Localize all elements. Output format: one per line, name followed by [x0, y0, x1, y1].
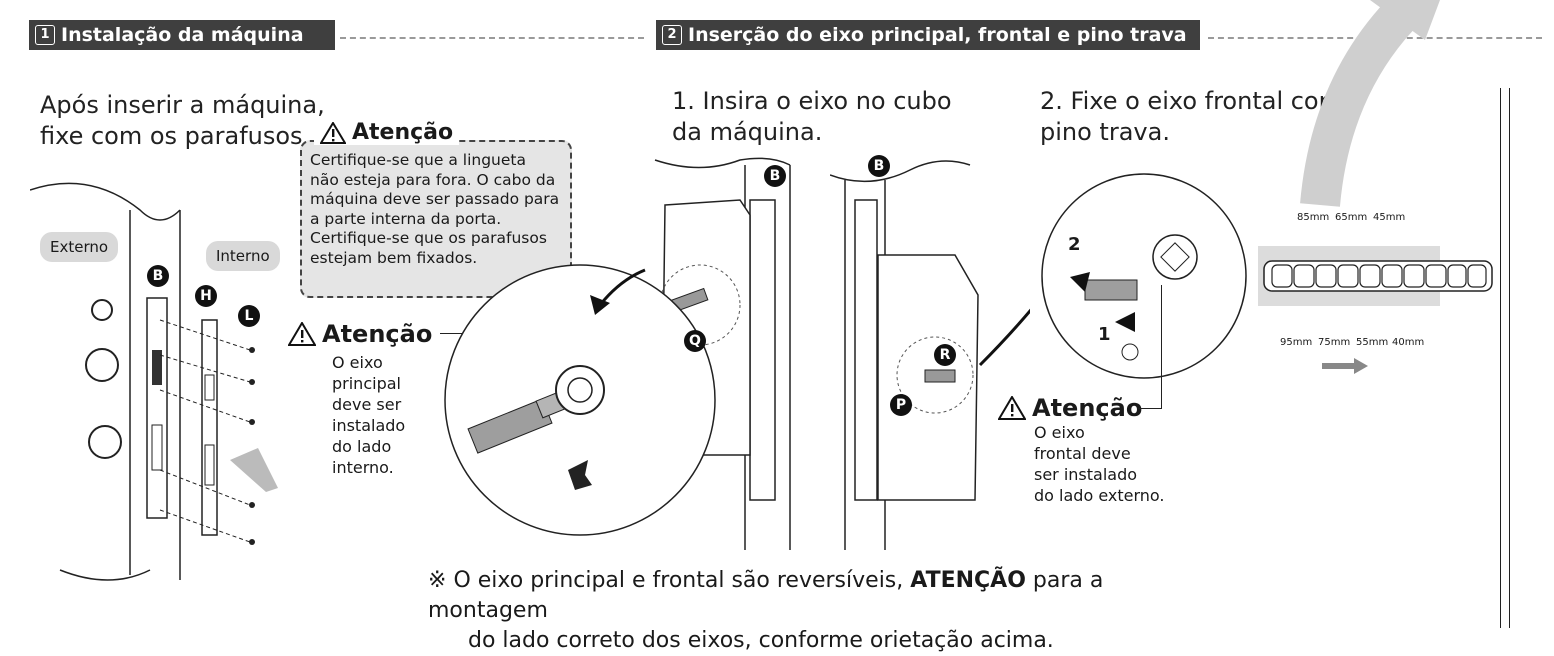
ruler-size-95: 95mm — [1280, 337, 1313, 348]
attention-box-title: Atenção — [314, 120, 460, 145]
warning-icon — [998, 396, 1026, 420]
main-shaft-illustration — [444, 157, 791, 550]
attention-box-line: Certifique-se que a lingueta — [310, 151, 526, 169]
attention-front-title: Atenção — [998, 394, 1143, 422]
shaft-ruler — [1263, 260, 1493, 292]
section-2-title: Inserção do eixo principal, frontal e pi… — [688, 24, 1187, 46]
ruler-size-65: 65mm — [1335, 212, 1368, 223]
lock-install-illustration — [30, 182, 278, 581]
footnote-bold: ATENÇÃO — [910, 568, 1026, 593]
direction-arrow-icon — [1322, 358, 1368, 374]
badge-h: H — [195, 285, 217, 307]
step-install-text: Após inserir a máquina, fixe com os para… — [40, 90, 325, 152]
attention-front-line: do lado externo. — [1034, 486, 1165, 505]
attention-box-title-text: Atenção — [352, 120, 454, 145]
ruler-size-45: 45mm — [1373, 212, 1406, 223]
ruler-size-85: 85mm — [1297, 212, 1330, 223]
step-install-line-1: Após inserir a máquina, — [40, 91, 325, 119]
step-1-line-2: da máquina. — [672, 118, 823, 146]
footnote: ※ O eixo principal e frontal são reversí… — [428, 566, 1228, 656]
attention-main-title: Atenção — [288, 320, 433, 348]
badge-b-3: B — [868, 155, 890, 177]
section-1-number: 1 — [35, 25, 55, 45]
attention-main-body: O eixo principal deve ser instalado do l… — [332, 352, 405, 478]
step-2-line-1: 2. Fixe o eixo frontal com o — [1040, 87, 1365, 115]
step-install-line-2: fixe com os parafusos. — [40, 122, 311, 150]
step-1-text: 1. Insira o eixo no cubo da máquina. — [672, 86, 952, 148]
ruler-size-55: 55mm — [1356, 337, 1389, 348]
attention-front-line: ser instalado — [1034, 465, 1138, 484]
attention-box-line: máquina deve ser passado para — [310, 190, 560, 208]
badge-p: P — [890, 394, 912, 416]
footnote-text-pre: O eixo principal e frontal são reversíve… — [453, 568, 904, 593]
footnote-text-post: para a montagem — [428, 568, 1104, 623]
attention-front-connector — [1138, 408, 1162, 409]
detail-number-2: 2 — [1068, 234, 1081, 255]
footnote-mark: ※ — [428, 568, 447, 593]
warning-icon — [320, 121, 346, 144]
footnote-line-2: do lado correto dos eixos, conforme orie… — [468, 628, 1054, 653]
attention-box-line: Certifique-se que os parafusos — [310, 229, 547, 247]
attention-box-line: a parte interna da porta. — [310, 209, 502, 228]
attention-box — [300, 140, 572, 298]
section-2-number: 2 — [662, 25, 682, 45]
footnote-line-1: ※ O eixo principal e frontal são reversí… — [428, 566, 1228, 626]
attention-main-line: deve ser — [332, 395, 402, 414]
attention-main-line: O eixo — [332, 353, 383, 372]
detail-number-1: 1 — [1098, 324, 1111, 345]
section-1-title: Instalação da máquina — [61, 24, 304, 46]
badge-b: B — [147, 265, 169, 287]
attention-main-connector — [440, 333, 466, 334]
step-2-line-2: pino trava. — [1040, 118, 1170, 146]
door-section-right — [1500, 88, 1510, 628]
attention-front-title-text: Atenção — [1032, 394, 1143, 422]
section-2-header: 2 Inserção do eixo principal, frontal e … — [656, 20, 1200, 50]
ruler-size-40: 40mm — [1392, 337, 1425, 348]
attention-front-line: frontal deve — [1034, 444, 1131, 463]
label-interno: Interno — [206, 241, 280, 271]
attention-main-line: principal — [332, 374, 401, 393]
warning-icon — [288, 322, 316, 346]
attention-front-body: O eixo frontal deve ser instalado do lad… — [1034, 422, 1165, 506]
label-externo: Externo — [40, 232, 119, 262]
attention-box-line: estejam bem fixados. — [310, 248, 478, 267]
badge-q: Q — [684, 330, 706, 352]
badge-r: R — [934, 344, 956, 366]
attention-box-body: Certifique-se que a lingueta não esteja … — [310, 151, 568, 268]
attention-main-line: instalado — [332, 416, 406, 435]
attention-main-line: do lado — [332, 437, 392, 456]
attention-main-title-text: Atenção — [322, 320, 433, 348]
attention-main-line: interno. — [332, 458, 394, 477]
step-2-text: 2. Fixe o eixo frontal com o pino trava. — [1040, 86, 1364, 148]
section-1-divider — [340, 37, 644, 39]
locking-pin-detail — [1041, 173, 1247, 379]
attention-front-line: O eixo — [1034, 423, 1085, 442]
ruler-size-75: 75mm — [1318, 337, 1351, 348]
section-1-header: 1 Instalação da máquina — [29, 20, 335, 50]
cut-arrow-icon — [1300, 0, 1440, 207]
attention-front-leader — [1161, 285, 1162, 409]
attention-box-line: não esteja para fora. O cabo da — [310, 170, 556, 189]
badge-l: L — [238, 305, 260, 327]
step-1-line-1: 1. Insira o eixo no cubo — [672, 87, 952, 115]
front-shaft-illustration — [830, 160, 1030, 550]
badge-b-2: B — [764, 165, 786, 187]
